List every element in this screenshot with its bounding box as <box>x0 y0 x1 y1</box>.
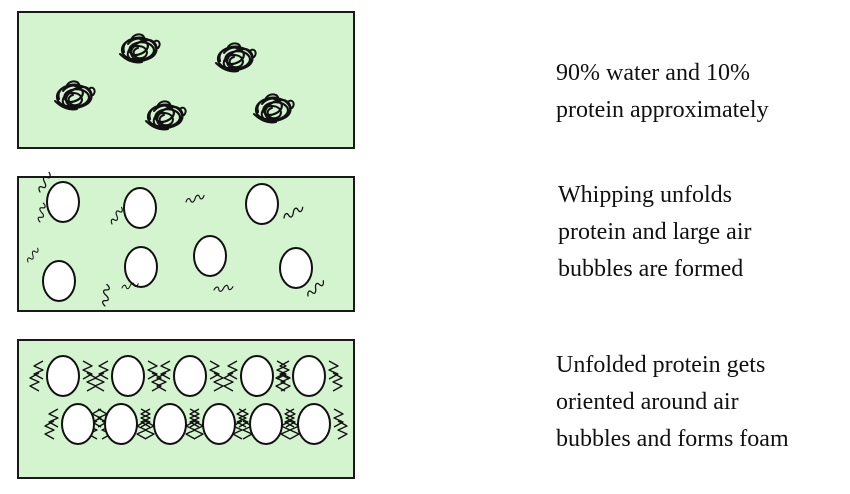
air-bubble-icon <box>202 403 236 445</box>
panel-native-protein <box>17 11 355 149</box>
foam-bubbles <box>46 355 331 445</box>
air-bubble-icon <box>292 355 326 397</box>
air-bubble-icon <box>42 260 76 302</box>
air-bubble-icon <box>111 355 145 397</box>
caption-line: Unfolded protein gets <box>556 352 766 378</box>
caption-foam: Unfolded protein gets oriented around ai… <box>556 347 789 458</box>
caption-line: Whipping unfolds <box>558 182 732 208</box>
air-bubble-icon <box>193 235 227 277</box>
air-bubble-icon <box>46 181 80 223</box>
caption-whipped: Whipping unfolds protein and large air b… <box>558 177 751 288</box>
air-bubble-icon <box>46 355 80 397</box>
panel-foam <box>17 339 355 479</box>
air-bubble-icon <box>153 403 187 445</box>
air-bubble-icon <box>240 355 274 397</box>
air-bubble-icon <box>249 403 283 445</box>
air-bubble-icon <box>61 403 95 445</box>
caption-line: protein and large air <box>558 219 752 245</box>
air-bubble-icon <box>124 246 158 288</box>
air-bubble-icon <box>104 403 138 445</box>
caption-line: bubbles and forms foam <box>556 426 789 452</box>
air-bubble-icon <box>297 403 331 445</box>
air-bubble-icon <box>123 187 157 229</box>
caption-line: oriented around air <box>556 389 739 415</box>
caption-line: 90% water and 10% <box>556 60 750 86</box>
air-bubble-icon <box>279 247 313 289</box>
caption-line: protein approximately <box>556 97 769 123</box>
air-bubble-icon <box>173 355 207 397</box>
panel-whipped <box>17 170 355 312</box>
air-bubble-icon <box>245 183 279 225</box>
caption-native-protein: 90% water and 10% protein approximately <box>556 55 769 129</box>
caption-line: bubbles are formed <box>558 256 744 282</box>
